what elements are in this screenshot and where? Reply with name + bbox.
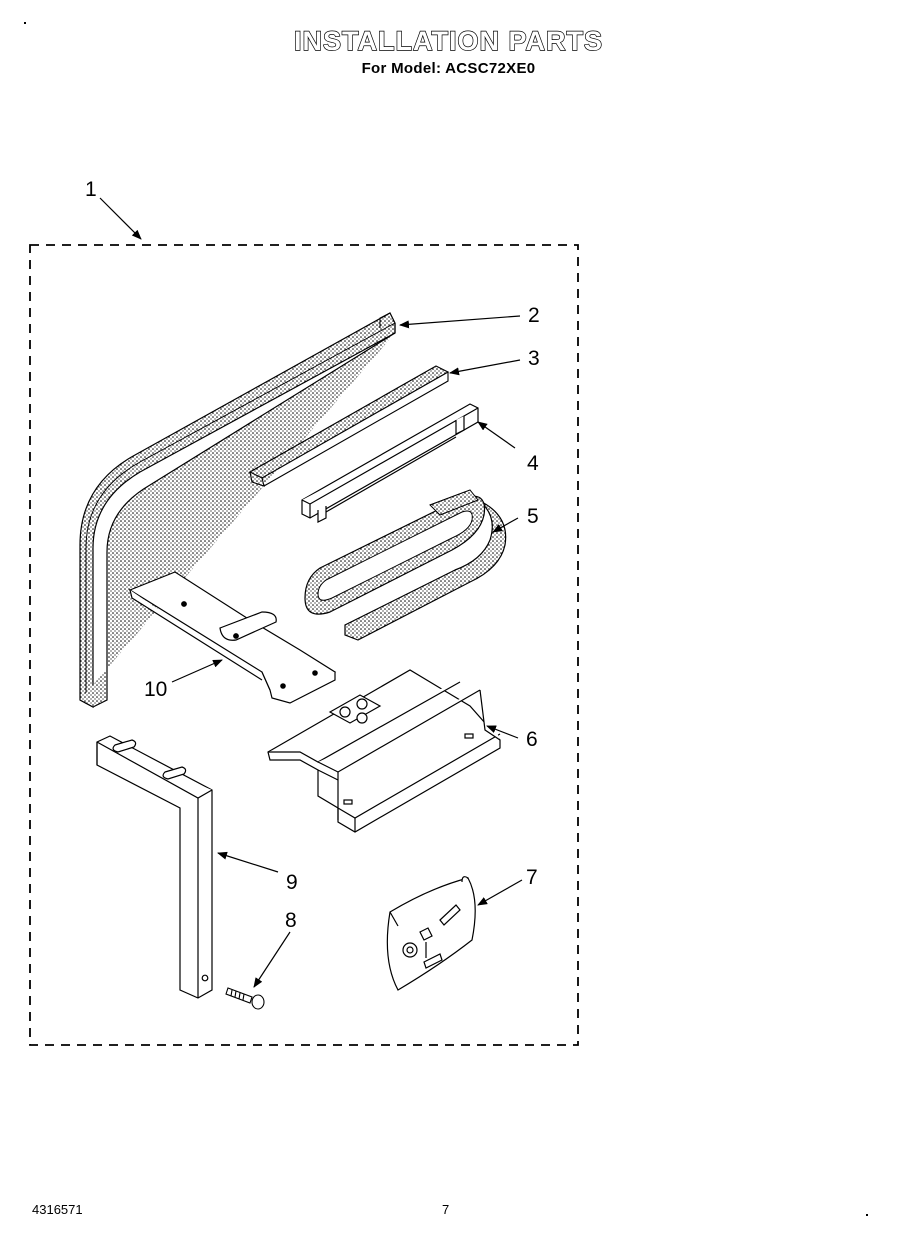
callout-10: 10 — [144, 678, 167, 701]
callout-1: 1 — [85, 178, 97, 201]
part-9-support-leg — [96, 735, 213, 999]
model-subtitle: For Model: ACSC72XE0 — [361, 60, 536, 77]
part-5-foam-loop — [304, 489, 507, 641]
page-title: INSTALLATION PARTS — [293, 25, 603, 56]
callout-leaders — [99, 197, 523, 988]
callout-8: 8 — [285, 909, 297, 932]
callout-2: 2 — [528, 304, 540, 327]
part-8-screw — [225, 987, 265, 1010]
page-number: 7 — [442, 1202, 450, 1217]
callout-7: 7 — [526, 866, 538, 889]
part-10-support-bracket — [128, 571, 337, 704]
callout-9: 9 — [286, 871, 298, 894]
part-2-curved-foam-seal — [79, 312, 396, 709]
callout-6: 6 — [526, 728, 538, 751]
kit-boundary — [29, 244, 579, 1046]
part-3-foam-strip — [248, 365, 450, 487]
document-part-number: 4316571 — [32, 1202, 83, 1217]
callout-4: 4 — [527, 452, 539, 475]
callout-5: 5 — [527, 505, 539, 528]
part-7-hardware-bag — [386, 876, 476, 991]
callout-3: 3 — [528, 347, 540, 370]
corner-mark — [866, 1214, 868, 1216]
corner-mark — [24, 22, 26, 24]
part-6-sliding-channel — [267, 669, 501, 833]
